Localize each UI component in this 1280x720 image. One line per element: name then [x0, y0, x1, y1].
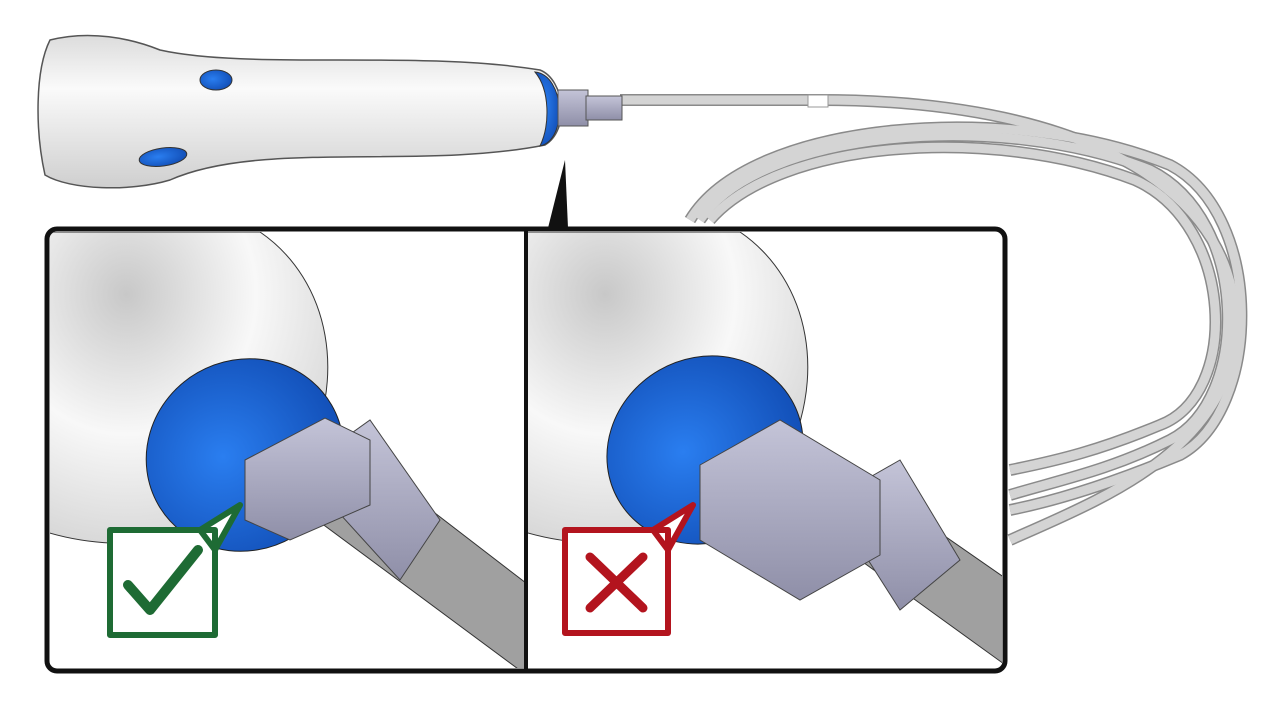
probe: [37, 34, 623, 189]
callout-pointer: [548, 160, 568, 228]
probe-button: [199, 69, 233, 91]
x-icon: [562, 502, 696, 636]
comparison-panel: [44, 226, 1008, 674]
cable-clip: [807, 94, 829, 108]
check-icon: [107, 502, 243, 638]
panel-correct: [50, 232, 524, 668]
